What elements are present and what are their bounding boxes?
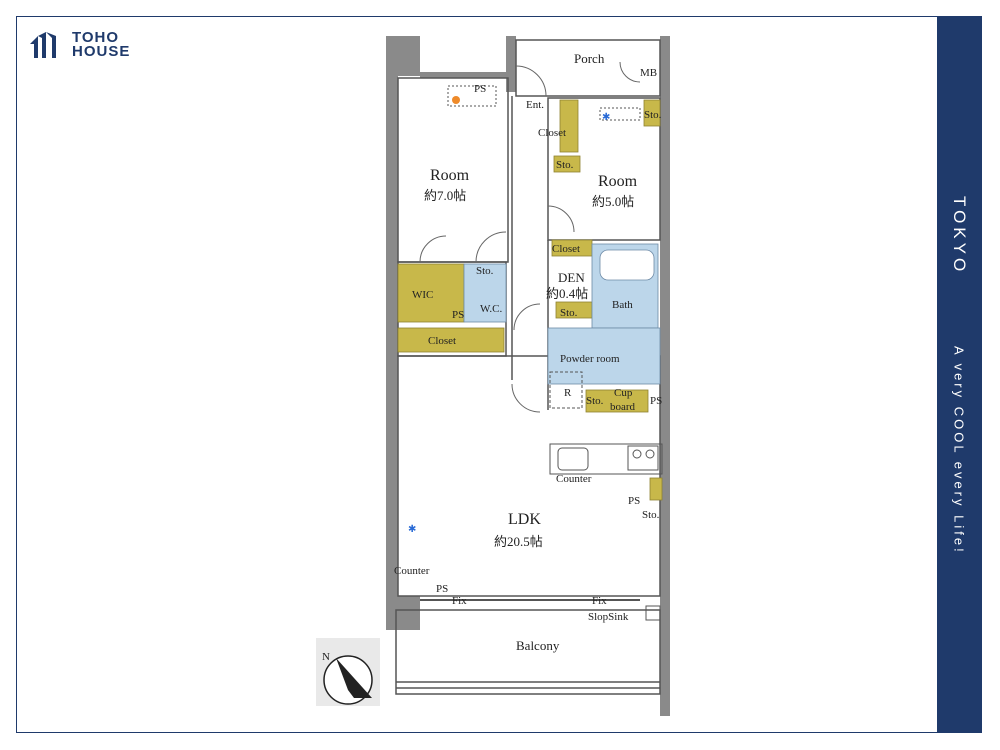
room-east-size: 約5.0帖 bbox=[592, 194, 634, 209]
powder-room-label: Powder room bbox=[560, 353, 620, 365]
door-swings bbox=[419, 61, 641, 413]
wall-north-room bbox=[420, 72, 508, 78]
wc-label: W.C. bbox=[480, 303, 502, 315]
sto-label-2: Sto. bbox=[644, 109, 662, 121]
wic-label: WIC bbox=[412, 289, 433, 301]
bathtub-icon bbox=[599, 249, 655, 281]
star-marker-icon-2: ✱ bbox=[408, 524, 416, 535]
wall-nw bbox=[386, 36, 420, 76]
ps-label-4: PS bbox=[628, 495, 640, 507]
room-west-name: Room bbox=[430, 167, 470, 184]
plan-labels: Porch MB PS Ent. Closet Sto. Sto. Room 約… bbox=[394, 51, 662, 653]
room-east-outline bbox=[547, 97, 661, 241]
fix-label-1: Fix bbox=[452, 595, 467, 607]
ent-label: Ent. bbox=[526, 99, 544, 111]
ps-duct bbox=[447, 85, 497, 107]
side-tagline: A very COOL every Life! bbox=[951, 346, 967, 555]
slopsink-icon bbox=[645, 605, 661, 621]
room-east-name: Room bbox=[598, 173, 638, 190]
sto-label-4: Sto. bbox=[560, 307, 578, 319]
kitchen bbox=[420, 85, 663, 621]
wc-door bbox=[513, 303, 541, 331]
fix-label-2: Fix bbox=[592, 595, 607, 607]
stove-icon bbox=[627, 445, 659, 471]
side-city: TOKYO bbox=[950, 196, 969, 276]
sto-room-east bbox=[643, 99, 661, 127]
room-outlines bbox=[395, 39, 661, 695]
sto-kitchen bbox=[649, 477, 663, 501]
mb-label: MB bbox=[640, 67, 657, 79]
ps-label-1: PS bbox=[474, 83, 486, 95]
sto-label-6: Sto. bbox=[642, 509, 660, 521]
compass-north-label: N bbox=[322, 651, 330, 663]
room-west-door bbox=[419, 235, 447, 263]
side-band: TOKYO A very COOL every Life! bbox=[937, 16, 981, 733]
cupboard bbox=[585, 389, 649, 413]
storage-areas bbox=[397, 99, 663, 501]
sto-label-5: Sto. bbox=[586, 395, 604, 407]
room-west-size: 約7.0帖 bbox=[424, 188, 466, 203]
burner-icon bbox=[632, 449, 642, 459]
sto-label-3: Sto. bbox=[476, 265, 494, 277]
ldk-outline bbox=[397, 355, 661, 597]
porch-label: Porch bbox=[574, 51, 605, 66]
cupboard-label-2: board bbox=[610, 401, 636, 413]
closet-ldk bbox=[397, 327, 505, 353]
ps-label-5: PS bbox=[436, 583, 448, 595]
compass: N bbox=[322, 651, 373, 705]
balcony-label: Balcony bbox=[516, 638, 560, 653]
entrance-door bbox=[515, 65, 547, 97]
kitchen-counter bbox=[549, 443, 663, 475]
closet-ent bbox=[559, 99, 579, 153]
closet-label-2: Closet bbox=[552, 243, 580, 255]
page-frame bbox=[16, 16, 982, 733]
ps-label-2: PS bbox=[452, 309, 464, 321]
star-marker-icon: ✱ bbox=[602, 112, 610, 123]
closet-label-1: Closet bbox=[538, 127, 566, 139]
wall-porch-west bbox=[506, 36, 516, 92]
exterior-walls bbox=[386, 36, 670, 716]
powder-room-area bbox=[547, 327, 661, 385]
porch-outline bbox=[515, 39, 661, 97]
bath-label: Bath bbox=[612, 299, 633, 311]
wall-west bbox=[386, 76, 398, 596]
brand-logo-icon bbox=[30, 32, 56, 58]
brand-logo: TOHO HOUSE bbox=[28, 30, 130, 60]
sto-label-1: Sto. bbox=[556, 159, 574, 171]
brand-line-2: HOUSE bbox=[72, 43, 131, 60]
r-label: R bbox=[564, 387, 572, 399]
compass-needle-icon bbox=[336, 658, 372, 698]
sink-icon bbox=[557, 447, 589, 471]
counter-label-1: Counter bbox=[556, 473, 592, 485]
refrigerator-space bbox=[549, 371, 583, 409]
wc-area bbox=[463, 263, 507, 323]
burner-icon bbox=[645, 449, 655, 459]
wall-east-balcony bbox=[660, 598, 670, 716]
room-west-door-2 bbox=[475, 231, 507, 263]
brand-line-1: TOHO bbox=[72, 29, 120, 46]
sto-ent bbox=[553, 155, 581, 173]
mb-door bbox=[619, 61, 641, 83]
den-size: 約0.4帖 bbox=[546, 286, 588, 301]
room-east-door bbox=[547, 205, 575, 233]
ldk-size: 約20.5帖 bbox=[494, 534, 543, 549]
ac-sleeve bbox=[599, 107, 641, 121]
balcony-outline bbox=[395, 609, 661, 695]
ps-label-3: PS bbox=[650, 395, 662, 407]
hall-door bbox=[511, 383, 541, 413]
wet-areas bbox=[463, 243, 661, 385]
wall-sw bbox=[386, 596, 420, 630]
den-name: DEN bbox=[558, 270, 585, 285]
slopsink-label: SlopSink bbox=[588, 611, 629, 623]
closet-label-3: Closet bbox=[428, 335, 456, 347]
brand-name: TOHO HOUSE bbox=[72, 29, 131, 60]
light-marker-icon bbox=[452, 96, 460, 104]
cupboard-label-1: Cup bbox=[614, 387, 633, 399]
ldk-name: LDK bbox=[508, 511, 541, 528]
wall-east bbox=[660, 36, 670, 598]
counter-label-2: Counter bbox=[394, 565, 430, 577]
